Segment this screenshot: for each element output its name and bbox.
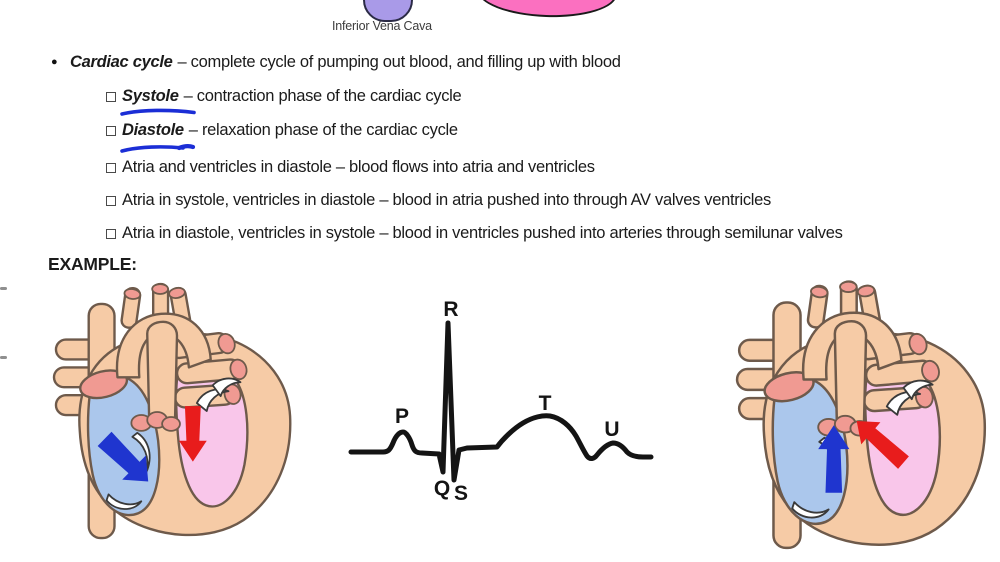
red-flow-arrow-down	[178, 406, 207, 462]
ecg-waveform	[348, 320, 654, 483]
cardiac-cycle-line: Cardiac cycle– complete cycle of pumping…	[70, 52, 621, 72]
systole-line: Systole– contraction phase of the cardia…	[122, 86, 462, 106]
both-diastole-line: Atria and ventricles in diastole – blood…	[122, 157, 595, 177]
inferior-vena-cava-label: Inferior Vena Cava	[332, 19, 432, 33]
systole-term: Systole	[122, 87, 179, 105]
red-flow-arrow-up	[856, 421, 909, 469]
left-margin-artifact	[0, 356, 7, 359]
heart-outline-fragment	[476, 0, 618, 20]
checkbox-marker	[106, 196, 116, 206]
cardiac-cycle-definition: – complete cycle of pumping out blood, a…	[177, 53, 621, 71]
ecg-label-r: R	[443, 298, 458, 321]
checkbox-marker	[106, 126, 116, 136]
checkbox-marker	[106, 92, 116, 102]
ecg-label-s: S	[454, 482, 468, 505]
systole-definition: – contraction phase of the cardiac cycle	[183, 87, 462, 105]
atrial-systole-line: Atria in systole, ventricles in diastole…	[122, 190, 771, 210]
ecg-label-p: P	[395, 405, 409, 428]
ecg-label-q: Q	[434, 477, 450, 500]
systole-underline	[120, 108, 196, 116]
heart-figure-diastole	[52, 282, 292, 540]
diastole-term: Diastole	[122, 121, 184, 139]
ecg-label-u: U	[604, 418, 619, 441]
blue-flow-arrow-up	[818, 425, 850, 493]
diastole-line: Diastole– relaxation phase of the cardia…	[122, 120, 458, 140]
ecg-label-t: T	[539, 392, 552, 415]
atrial-systole-text: Atria in systole, ventricles in diastole…	[122, 191, 771, 209]
heart-figure-systole	[735, 280, 987, 550]
ventricular-systole-text: Atria in diastole, ventricles in systole…	[122, 224, 843, 242]
checkbox-marker	[106, 163, 116, 173]
ventricular-systole-line: Atria in diastole, ventricles in systole…	[122, 223, 843, 243]
cardiac-cycle-term: Cardiac cycle	[70, 53, 173, 71]
diastole-underline	[120, 144, 196, 153]
ecg-trace-figure: P R Q S T U	[348, 298, 654, 505]
bullet-marker: ●	[51, 56, 58, 68]
left-margin-artifact	[0, 287, 7, 290]
blue-flow-arrow-down	[97, 431, 149, 482]
diastole-definition: – relaxation phase of the cardiac cycle	[188, 121, 458, 139]
both-diastole-text: Atria and ventricles in diastole – blood…	[122, 158, 595, 176]
example-heading: EXAMPLE:	[48, 254, 137, 274]
checkbox-marker	[106, 229, 116, 239]
